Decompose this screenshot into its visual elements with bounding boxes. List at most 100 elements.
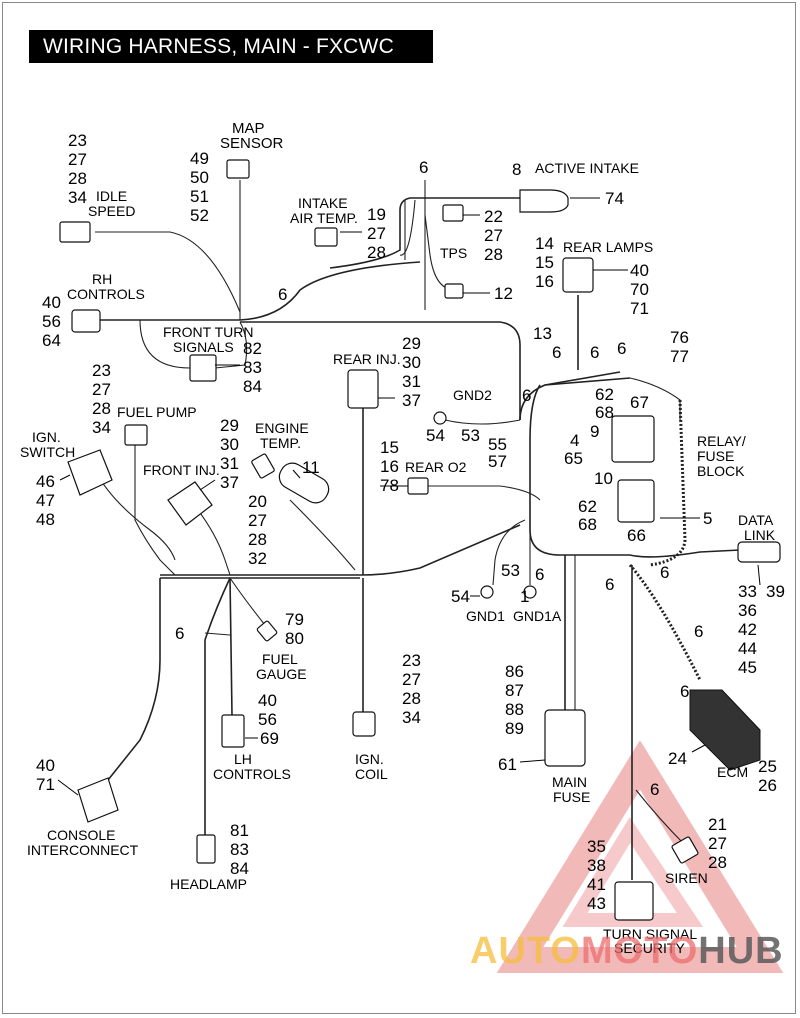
headlamp-connector — [196, 834, 216, 864]
map-num-3: 51 — [190, 187, 209, 206]
ign-switch-label-1: IGN. — [32, 429, 61, 445]
gnd1a-label: GND1A — [513, 608, 562, 624]
data-link-num-2: 36 — [738, 601, 757, 620]
ign-coil-label-2: COIL — [355, 766, 388, 782]
console-label-2: INTERCONNECT — [27, 842, 139, 858]
rear-inj-num-2: 30 — [402, 353, 421, 372]
ign-coil-num-1: 23 — [402, 651, 421, 670]
active-intake-connector — [519, 189, 569, 213]
num-68-a: 68 — [595, 403, 614, 422]
main-fuse-num-2: 87 — [505, 681, 524, 700]
idle-speed-label-2: SPEED — [88, 203, 135, 219]
rh-num-1: 40 — [42, 293, 61, 312]
main-fuse-num-3: 88 — [505, 700, 524, 719]
page-title: WIRING HARNESS, MAIN - FXCWC — [29, 30, 433, 63]
front-inj-label: FRONT INJ. — [143, 462, 220, 478]
num-68-b: 68 — [578, 515, 597, 534]
rear-lamps-left-1: 14 — [535, 234, 554, 253]
num-6-c: 6 — [617, 339, 626, 358]
ign-coil-label-1: IGN. — [355, 751, 384, 767]
num-77: 77 — [670, 347, 689, 366]
relay-block-upper — [611, 415, 655, 463]
rear-inj-num-3: 31 — [402, 372, 421, 391]
ecm-module — [689, 689, 761, 771]
lh-controls-connector — [221, 714, 245, 748]
rear-lamps-left-3: 16 — [535, 272, 554, 291]
tps-label: TPS — [440, 245, 467, 261]
gnd2-terminal — [433, 411, 447, 425]
num-13: 13 — [533, 324, 552, 343]
front-inj-connector — [167, 481, 213, 526]
num-4: 4 — [570, 431, 579, 450]
num-61: 61 — [498, 755, 517, 774]
gnd1a-terminal — [523, 585, 537, 599]
num-10: 10 — [594, 469, 613, 488]
console-num-2: 71 — [36, 775, 55, 794]
map-num-2: 50 — [190, 168, 209, 187]
rear-lamps-right-2: 70 — [630, 280, 649, 299]
data-link-label-1: DATA — [738, 512, 774, 528]
num-6-f: 6 — [605, 575, 614, 594]
engine-temp-num-3: 28 — [248, 530, 267, 549]
rear-lamps-left-2: 15 — [535, 253, 554, 272]
turn-security-num-4: 43 — [587, 894, 606, 913]
data-link-num-4: 44 — [738, 639, 757, 658]
map-num-4: 52 — [190, 206, 209, 225]
headlamp-num-2: 83 — [230, 840, 249, 859]
gnd1-label: GND1 — [466, 608, 505, 624]
ign-coil-num-2: 27 — [402, 670, 421, 689]
main-fuse-num-1: 86 — [505, 662, 524, 681]
idle-num-4: 34 — [68, 188, 87, 207]
rear-inj-num-1: 29 — [402, 334, 421, 353]
num-54-a: 54 — [426, 426, 445, 445]
num-53-a: 53 — [461, 426, 480, 445]
num-57: 57 — [488, 452, 507, 471]
num-6-a: 6 — [552, 343, 561, 362]
intake-air-label-1: INTAKE — [298, 195, 348, 211]
map-sensor-connector — [226, 159, 250, 179]
fuel-pump-num-1: 23 — [92, 361, 111, 380]
engine-temp-sensor — [278, 462, 330, 504]
headlamp-num-1: 81 — [230, 821, 249, 840]
ign-coil-num-4: 34 — [402, 708, 421, 727]
rear-o2-num-1: 15 — [380, 438, 399, 457]
idle-num-2: 27 — [68, 150, 87, 169]
num-6-mid: 6 — [278, 285, 287, 304]
tps-num-1: 22 — [484, 207, 503, 226]
siren-num-2: 27 — [708, 834, 727, 853]
ecm-num-1: 25 — [758, 757, 777, 776]
idle-speed-label-1: IDLE — [96, 188, 127, 204]
num-6-i: 6 — [694, 622, 703, 641]
relay-fuse-label-1: RELAY/ — [697, 433, 746, 449]
headlamp-num-3: 84 — [230, 859, 249, 878]
ign-switch-connector — [67, 449, 113, 496]
num-11: 11 — [302, 458, 320, 477]
fuel-pump-num-2: 27 — [92, 380, 111, 399]
front-inj-num-1: 29 — [220, 416, 239, 435]
num-67: 67 — [630, 393, 649, 412]
lh-controls-label-2: CONTROLS — [213, 766, 291, 782]
num-12: 12 — [494, 284, 513, 303]
relay-block-lower — [617, 479, 655, 523]
fuel-gauge-connector — [256, 620, 278, 642]
engine-temp-connector — [251, 453, 275, 479]
intake-num-2: 27 — [367, 224, 386, 243]
num-6-k: 6 — [650, 780, 659, 799]
leader-lines — [57, 197, 761, 796]
ign-switch-num-2: 47 — [36, 491, 55, 510]
fuel-pump-label: FUEL PUMP — [117, 404, 197, 420]
lh-controls-label-1: LH — [234, 751, 252, 767]
rh-controls-label-1: RH — [92, 271, 112, 287]
console-interconnect-connector — [77, 777, 119, 823]
idle-speed-connector — [59, 221, 91, 243]
data-link-num-3: 42 — [738, 620, 757, 639]
rear-inj-label: REAR INJ. — [333, 351, 401, 367]
num-55: 55 — [488, 435, 507, 454]
front-turn-label-1: FRONT TURN — [163, 324, 253, 340]
siren-connector — [671, 836, 699, 864]
rh-num-3: 64 — [42, 331, 61, 350]
intake-air-connector — [314, 227, 338, 247]
front-turn-num-1: 82 — [243, 339, 262, 358]
lh-num-2: 56 — [258, 710, 277, 729]
watermark-part-2: MOTO — [580, 930, 699, 972]
